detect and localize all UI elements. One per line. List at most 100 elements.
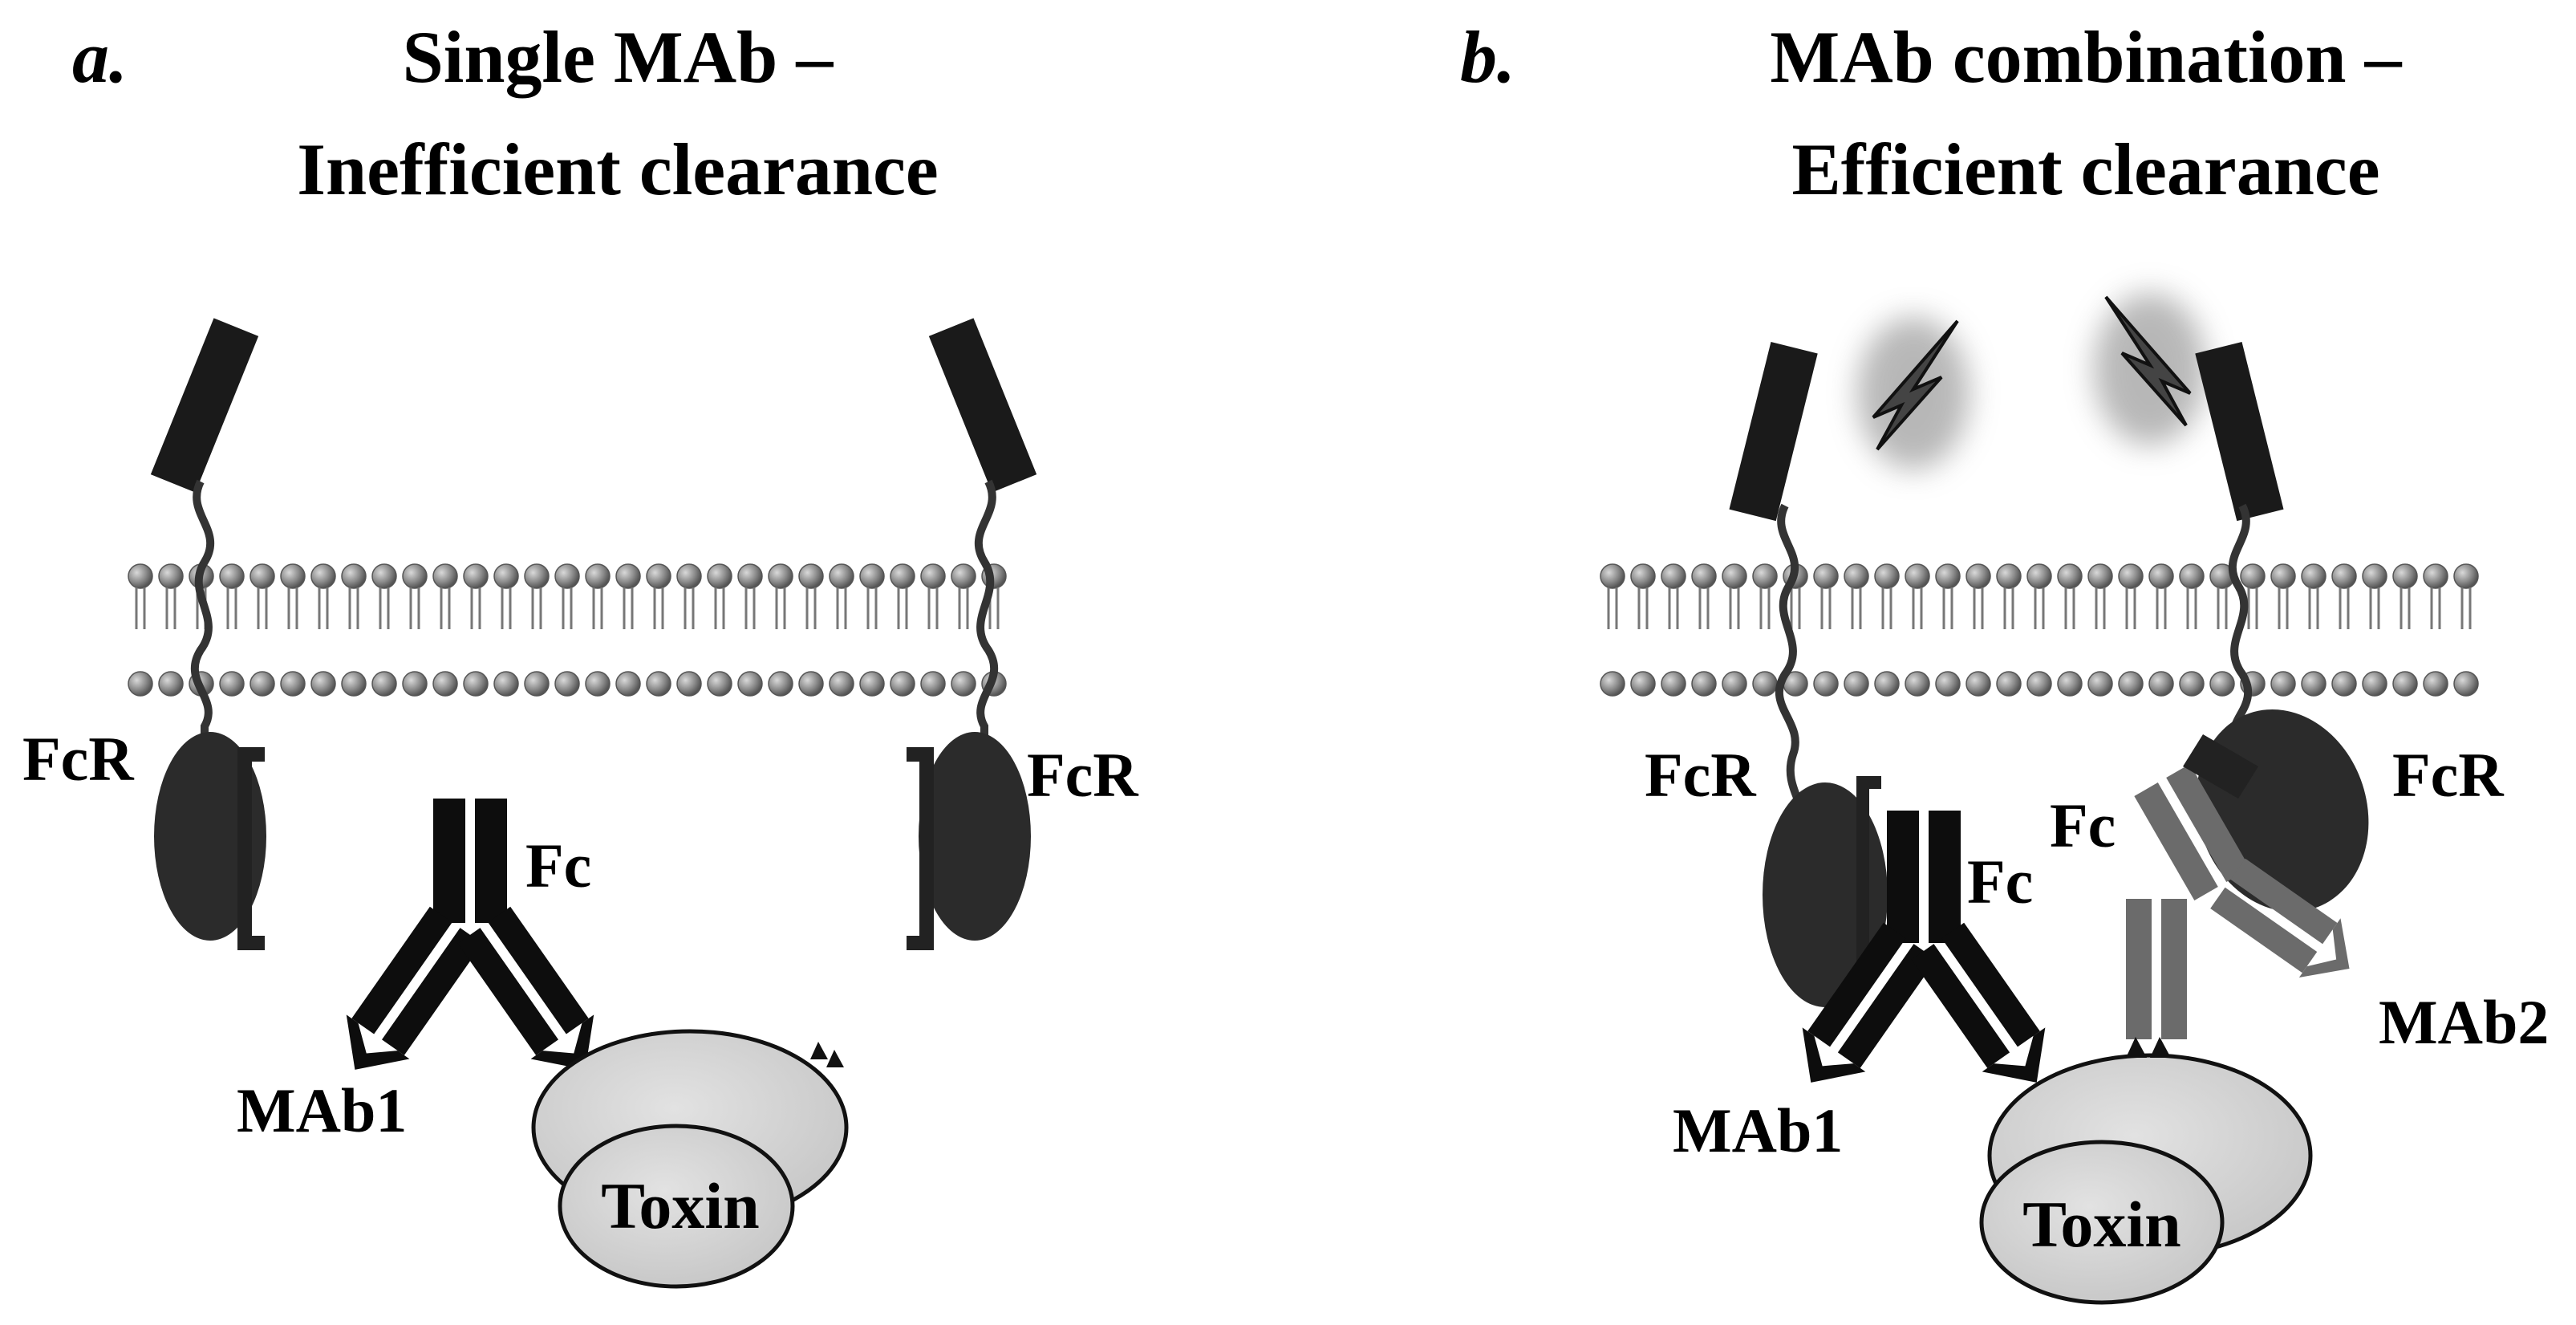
lipid-head-outer xyxy=(706,563,733,631)
fc-label: Fc xyxy=(525,831,591,900)
lipid-head-outer xyxy=(1843,563,1870,631)
lipid-head-outer xyxy=(218,563,245,631)
lipid-head-outer xyxy=(493,563,520,631)
lipid-head-outer xyxy=(2300,563,2327,631)
lipid-head-inner xyxy=(2423,671,2448,697)
lipid-head-inner xyxy=(951,671,976,697)
lipid-head-outer xyxy=(1965,563,1992,631)
lipid-head-inner xyxy=(2148,671,2174,697)
lipid-head-inner xyxy=(310,671,336,697)
lipid-head-outer xyxy=(2148,563,2175,631)
lipid-head-outer xyxy=(2056,563,2083,631)
lipid-head-inner xyxy=(249,671,275,697)
lipid-head-outer xyxy=(2178,563,2205,631)
lipid-head-inner xyxy=(2209,671,2235,697)
lipid-head-inner xyxy=(798,671,824,697)
lipid-head-inner xyxy=(1935,671,1961,697)
lipid-head-inner xyxy=(2087,671,2113,697)
cell-membrane xyxy=(1599,563,2480,697)
lipid-head-inner xyxy=(646,671,671,697)
antibody-mab1 xyxy=(346,799,594,1070)
mab2-label: MAb2 xyxy=(2379,987,2549,1057)
lipid-head-inner xyxy=(554,671,580,697)
lipid-head-outer xyxy=(432,563,459,631)
lipid-head-inner xyxy=(615,671,641,697)
antibody-mab2 xyxy=(2126,734,2350,1039)
lipid-head-inner xyxy=(2453,671,2479,697)
lipid-head-inner xyxy=(128,671,153,697)
lipid-head-inner xyxy=(280,671,306,697)
panel-b-letter: b. xyxy=(1460,16,1515,98)
lipid-head-outer xyxy=(889,563,916,631)
lipid-head-outer xyxy=(858,563,886,631)
fcr-label-left: FcR xyxy=(1645,740,1757,810)
lipid-head-inner xyxy=(2331,671,2357,697)
lipid-head-outer xyxy=(797,563,825,631)
lipid-head-inner xyxy=(524,671,550,697)
lipid-head-inner xyxy=(2270,671,2296,697)
lipid-head-outer xyxy=(462,563,489,631)
lipid-head-inner xyxy=(219,671,245,697)
lipid-head-outer xyxy=(2087,563,2114,631)
lipid-head-inner xyxy=(1722,671,1747,697)
fc-receptor-left xyxy=(150,318,266,950)
lipid-head-outer xyxy=(2422,563,2449,631)
lipid-head-outer xyxy=(675,563,703,631)
lipid-head-inner xyxy=(1844,671,1869,697)
lipid-head-inner xyxy=(1691,671,1717,697)
fcr-label-left: FcR xyxy=(22,724,135,794)
lipid-head-inner xyxy=(1661,671,1686,697)
fc-label-left: Fc xyxy=(1967,847,2033,917)
lipid-head-inner xyxy=(2026,671,2052,697)
lipid-head-outer xyxy=(371,563,398,631)
fcr-label-right: FcR xyxy=(2392,740,2505,810)
lipid-head-inner xyxy=(371,671,397,697)
lightning-icon xyxy=(1857,317,1970,469)
panel-a-letter: a. xyxy=(72,16,128,98)
lipid-head-inner xyxy=(768,671,793,697)
mab1-label: MAb1 xyxy=(1673,1095,1843,1165)
lipid-head-outer xyxy=(2391,563,2419,631)
lipid-head-inner xyxy=(1752,671,1778,697)
lipid-head-inner xyxy=(676,671,702,697)
lipid-head-inner xyxy=(2057,671,2083,697)
toxin xyxy=(531,1029,849,1289)
lipid-head-outer xyxy=(2117,563,2144,631)
lipid-head-outer xyxy=(1721,563,1748,631)
lipid-head-inner xyxy=(432,671,458,697)
lipid-head-outer xyxy=(828,563,855,631)
lipid-head-inner xyxy=(341,671,367,697)
lipid-head-outer xyxy=(523,563,550,631)
lipid-head-inner xyxy=(493,671,519,697)
lipid-head-outer xyxy=(1873,563,1901,631)
lipid-head-outer xyxy=(1690,563,1718,631)
lipid-head-inner xyxy=(707,671,732,697)
lipid-head-outer xyxy=(1629,563,1657,631)
lipid-head-inner xyxy=(1600,671,1625,697)
lipid-head-outer xyxy=(279,563,306,631)
lipid-head-inner xyxy=(585,671,611,697)
panel-b: b. MAb combination – Efficient clearance… xyxy=(1460,16,2549,1305)
lipid-head-inner xyxy=(737,671,763,697)
lipid-head-inner xyxy=(2392,671,2418,697)
lipid-head-inner xyxy=(890,671,915,697)
fc-label-right: Fc xyxy=(2050,791,2116,860)
lipid-head-inner xyxy=(1905,671,1930,697)
lipid-head-inner xyxy=(2179,671,2205,697)
lipid-head-outer xyxy=(1995,563,2022,631)
lipid-head-inner xyxy=(1996,671,2022,697)
lipid-head-inner xyxy=(1874,671,1900,697)
lipid-head-outer xyxy=(645,563,672,631)
lipid-head-outer xyxy=(127,563,154,631)
lipid-head-inner xyxy=(1813,671,1839,697)
lipid-head-inner xyxy=(859,671,885,697)
lipid-head-inner xyxy=(2118,671,2144,697)
mab1-label: MAb1 xyxy=(237,1075,407,1145)
lipid-head-outer xyxy=(950,563,977,631)
lipid-head-outer xyxy=(2331,563,2358,631)
fc-receptor-right xyxy=(2195,342,2369,912)
lipid-head-outer xyxy=(1751,563,1779,631)
lipid-head-inner xyxy=(463,671,489,697)
lipid-head-outer xyxy=(1660,563,1687,631)
